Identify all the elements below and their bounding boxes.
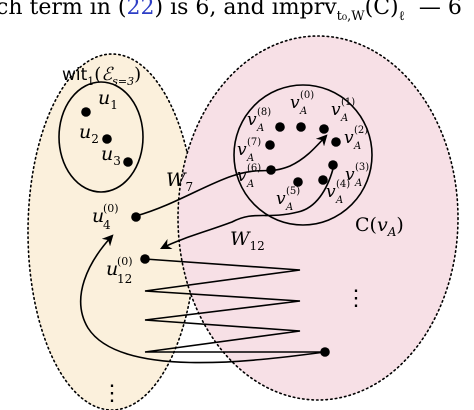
right-region xyxy=(177,35,459,401)
u-cluster xyxy=(58,81,144,193)
label-v0-sub: A xyxy=(299,106,307,117)
top-text-fragment: ch term in (22) is 6, and imprvt₀,W(C)ℓ —… xyxy=(0,0,462,24)
node-v8 xyxy=(275,122,285,132)
label-v6: v xyxy=(237,166,247,186)
path-W12 xyxy=(159,168,334,250)
label-u12-sub: 12 xyxy=(117,272,132,286)
fragment-sub: t₀,W xyxy=(337,9,366,24)
node-v3 xyxy=(328,160,338,170)
node-v2 xyxy=(331,137,341,147)
label-u2: u2 xyxy=(79,121,99,146)
node-v0 xyxy=(296,122,306,132)
label-v4-sup: (4) xyxy=(336,179,350,190)
label-v0: v xyxy=(290,93,300,113)
label-u4: u xyxy=(92,205,104,227)
node-u3 xyxy=(123,157,133,167)
label-v5: v xyxy=(276,189,286,209)
label-u4-sub: 4 xyxy=(103,218,111,232)
fragment-tail-sub: ℓ xyxy=(399,9,405,24)
label-v8-sub: A xyxy=(256,123,264,134)
zigzag-path xyxy=(144,258,325,353)
label-v1-sup: (1) xyxy=(341,97,355,108)
ellipsis-right: ⋮ xyxy=(345,286,367,311)
label-v3-sub: A xyxy=(354,178,362,189)
node-u2 xyxy=(102,134,112,144)
fragment-suffix: (C) xyxy=(365,0,399,20)
label-v6-sub: A xyxy=(246,179,254,190)
label-v6-sup: (6) xyxy=(247,163,261,174)
label-v2-sub: A xyxy=(353,141,361,152)
label-v5-sub: A xyxy=(285,202,293,213)
svg-text:ch term in (22) is 6, and impr: ch term in (22) is 6, and imprvt₀,W(C)ℓ —… xyxy=(0,0,462,24)
label-v1-sub: A xyxy=(340,113,348,124)
node-v6 xyxy=(266,165,276,175)
label-v5-sup: (5) xyxy=(286,186,300,197)
node-end xyxy=(320,347,330,357)
fragment-ref: 22 xyxy=(127,0,155,20)
u-dots xyxy=(81,107,330,357)
return-curve xyxy=(79,234,326,364)
node-u1 xyxy=(81,107,91,117)
label-W7: W7 xyxy=(166,169,193,194)
label-u1: u1 xyxy=(98,87,118,112)
label-u4-sup: (0) xyxy=(103,202,119,215)
label-u12-sup: (0) xyxy=(117,255,133,268)
path-W7 xyxy=(135,134,328,217)
label-v7-sub: A xyxy=(246,153,254,164)
node-u12 xyxy=(140,254,150,264)
label-v7-sup: (7) xyxy=(247,137,261,148)
label-v8: v xyxy=(247,110,257,130)
label-u3: u3 xyxy=(101,143,121,168)
node-v4 xyxy=(318,175,328,185)
fragment-prefix: ch term in ( xyxy=(0,0,127,20)
vA-labels: v (0) A v (1) A v (2) A v (3) A v (4) A … xyxy=(237,90,369,213)
node-v7 xyxy=(265,140,275,150)
label-u12: u xyxy=(106,258,118,280)
label-v0-sup: (0) xyxy=(300,90,314,101)
labels: wit1(ℰs=3) u1 u2 u3 u (0) 4 u (0) 12 W7 … xyxy=(62,64,404,406)
fragment-tail: — 6 xyxy=(419,0,462,20)
label-v2: v xyxy=(344,128,354,148)
node-u4 xyxy=(131,212,141,222)
cluster-CvA xyxy=(233,84,373,226)
fragment-middle: ) is 6, and imprv xyxy=(155,0,338,20)
vA-dots xyxy=(265,122,341,187)
node-v5 xyxy=(293,177,303,187)
label-W12: W12 xyxy=(230,228,265,253)
label-v4: v xyxy=(326,182,336,202)
label-v3: v xyxy=(345,165,355,185)
label-wit: wit1(ℰs=3) xyxy=(62,64,141,88)
node-v1 xyxy=(319,124,329,134)
label-v8-sup: (8) xyxy=(257,107,271,118)
label-v1: v xyxy=(331,100,341,120)
label-v4-sub: A xyxy=(335,195,343,206)
label-v3-sup: (3) xyxy=(355,162,369,173)
ellipsis-left: ⋮ xyxy=(101,381,123,406)
label-v7: v xyxy=(237,140,247,160)
label-v2-sup: (2) xyxy=(354,125,368,136)
label-CvA: C(vA) xyxy=(355,214,404,239)
